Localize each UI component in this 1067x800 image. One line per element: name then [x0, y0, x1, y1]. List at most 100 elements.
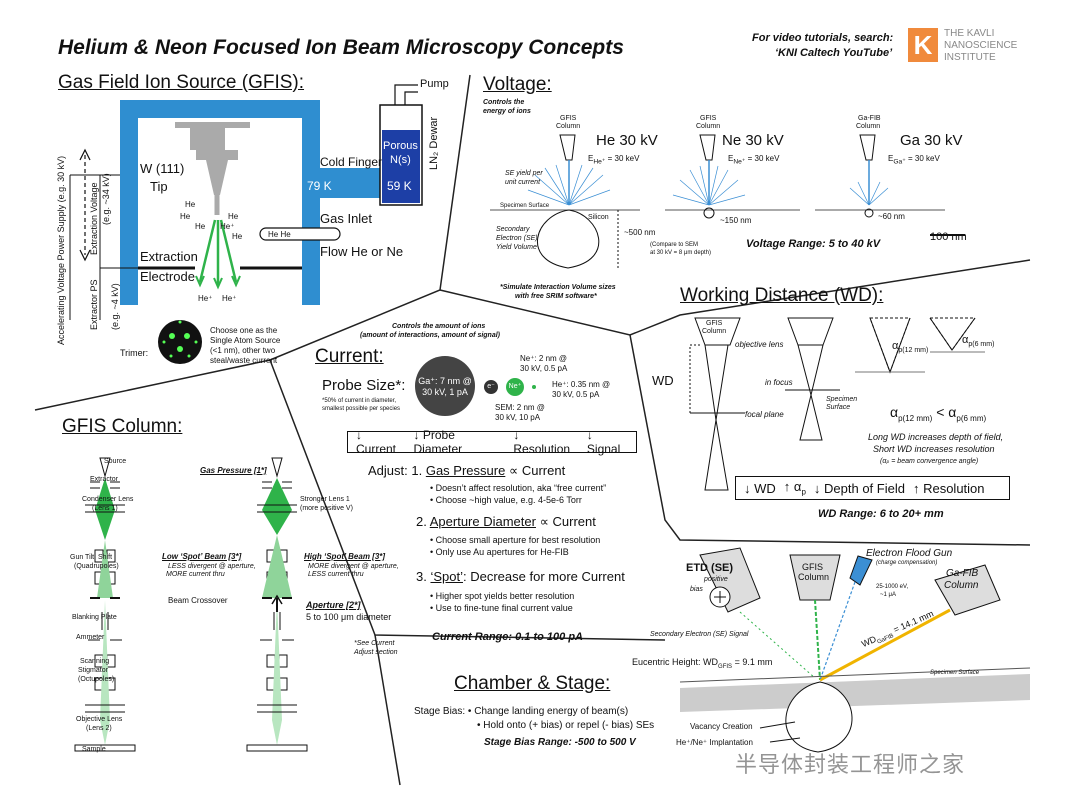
compare-2: at 30 kV = 8 μm depth) [650, 250, 711, 256]
chamber-diagram [679, 547, 1031, 753]
wd-diagram [689, 317, 985, 491]
region-dividers [34, 74, 1031, 786]
cur-item-4: ↓ Signal [586, 428, 621, 456]
ne-probe-2: 30 kV, 0.5 pA [520, 364, 568, 373]
stronger-2: (more positive V) [300, 505, 353, 512]
extractor-ps-label: Extractor PS [89, 279, 99, 330]
he-probe-1: He⁺: 0.35 nm @ [552, 380, 611, 389]
stage-bias-range: Stage Bias Range: -500 to 500 V [484, 737, 636, 748]
ch-gafib-1: Ga-FIB [946, 568, 979, 579]
v1-col-1: GFIS [560, 115, 577, 122]
logo-line-1: THE KAVLI [944, 28, 995, 39]
porous-label: Porous [383, 140, 418, 152]
he-atom-3: He [195, 222, 206, 231]
v3-col-2: Column [856, 123, 881, 130]
col-label-blanking: Blanking Plate [72, 614, 117, 621]
ga-probe-circle: Ga⁺: 7 nm @ 30 kV, 1 pA [415, 356, 475, 416]
col-label-lens2: (Lens 2) [86, 725, 112, 732]
aperture-note: 5 to 100 μm diameter [306, 612, 392, 622]
gfis-source-drawing [69, 84, 423, 364]
se-emission-sprays [527, 164, 889, 206]
voltage-range: Voltage Range: 5 to 40 kV [746, 238, 881, 250]
high-note-2: LESS current thru [308, 571, 364, 578]
crossover-label: Beam Crossover [168, 596, 228, 605]
gas-inlet-pipe [259, 227, 341, 241]
v2-depth: ~150 nm [720, 216, 752, 225]
cur-item-1: ↓ Current [356, 428, 397, 456]
stronger-1: Stronger Lens 1 [300, 496, 350, 503]
eucentric-label: Eucentric Height: WDGFIS = 9.1 mm [632, 657, 773, 670]
v2-col-2: Column [696, 123, 721, 130]
adjust-3-bullet-1: • Higher spot yields better resolution [430, 591, 575, 601]
trimer-note-3: (<1 nm), other two [210, 346, 276, 355]
extractor-eg-label: (e.g. ~4 kV) [110, 283, 120, 330]
col-label-sample: Sample [82, 746, 106, 753]
chamber-title: Chamber & Stage: [454, 673, 611, 694]
secondary-1: Secondary [496, 226, 530, 233]
temp-79-label: 79 K [307, 179, 332, 193]
flood-vals-2: ~1 μA [880, 592, 896, 598]
col-label-objective: Objective Lens [76, 716, 123, 723]
se-signal-label: Secondary Electron (SE) Signal [650, 631, 749, 638]
adjust-item-3: 3. ‘Spot’: Decrease for more Current [416, 569, 625, 584]
he-ion-top: He⁺ [220, 222, 235, 231]
ion-beams [198, 219, 238, 285]
silicon-label: Silicon [588, 214, 609, 221]
col-label-octupoles: (Octupoles) [78, 676, 115, 683]
pump-line [394, 84, 418, 105]
high-spot-label: High ‘Spot’ Beam [3*] [304, 552, 386, 561]
adjust-2-bullet-2: • Only use Au apertures for He-FIB [430, 547, 569, 557]
extraction-voltage-label: Extraction Voltage [89, 182, 99, 255]
wd-axis-label: WD [652, 373, 674, 388]
tutorial-line-1: For video tutorials, search: [752, 32, 894, 44]
sem-probe-circle: e⁻ [484, 380, 498, 394]
gfis-title: Gas Field Ion Source (GFIS): [58, 72, 305, 93]
voltage-title: Voltage: [483, 74, 552, 95]
alpha-6-label: αp(6 mm) [962, 334, 995, 349]
trimer-note-2: Single Atom Source [210, 336, 281, 345]
v2-name: Ne 30 kV [722, 132, 784, 149]
probe-note-2: smallest possible per species [322, 406, 401, 412]
extraction-voltage-eg: (e.g. ~34 kV) [101, 173, 111, 225]
wd-long-1: Long WD increases depth of field, [868, 432, 1004, 442]
v3-energy: EGa⁺ = 30 keV [888, 154, 940, 166]
vacancy-label: Vacancy Creation [690, 722, 753, 731]
positive-label: positive [704, 576, 728, 583]
v1-energy: EHe⁺ = 30 keV [588, 154, 640, 166]
ch-specimen-label: Specimen Surface [930, 670, 980, 676]
etd-label: ETD (SE) [686, 562, 734, 574]
he-ion-1: He⁺ [198, 294, 213, 303]
cold-finger-label: Cold Finger [320, 155, 383, 169]
srim-1: *Simulate Interaction Volume sizes [500, 284, 616, 291]
column-title: GFIS Column: [62, 416, 183, 437]
ns-label: N(s) [390, 154, 411, 166]
compare-1: (Compare to SEM [650, 242, 699, 248]
flood-vals-1: 25-1000 eV, [876, 584, 909, 590]
watermark-text: 半导体封装工程师之家 [735, 752, 966, 777]
bias-label: bias [690, 586, 703, 593]
he-atom-1: He [185, 200, 196, 209]
v3-depth: ~60 nm [878, 212, 905, 221]
adjust-1-bullet-2: • Choose ~high value, e.g. 4-5e-6 Torr [430, 495, 582, 505]
adjust-3-bullet-2: • Use to fine-tune final current value [430, 603, 573, 613]
wd-specimen-1: Specimen [826, 396, 858, 403]
temp-59-label: 59 K [387, 179, 412, 193]
extraction-label: Extraction [140, 249, 198, 264]
trimer-image [158, 320, 202, 364]
charge-label: (charge compensation) [876, 560, 938, 566]
wd-specimen-2: Surface [826, 404, 851, 411]
voltage-controls-1: Controls the [483, 99, 525, 106]
se-yield-1: SE yield per [505, 170, 543, 177]
voltage-controls-2: energy of ions [483, 108, 531, 115]
objective-lens-label: objective lens [735, 340, 784, 349]
v2-energy: ENe⁺ = 30 keV [728, 154, 780, 166]
col-label-source: Source [104, 458, 127, 465]
logo-line-2: NANOSCIENCE [944, 40, 1018, 51]
accel-ps-label: Accelerating Voltage Power Supply (e.g. … [56, 155, 66, 345]
low-note-1: LESS divergent @ aperture, [168, 563, 256, 570]
sem-probe-2: 30 kV, 10 pA [495, 413, 541, 422]
focal-plane-label: focal plane [745, 410, 784, 419]
wd-title: Working Distance (WD): [680, 285, 884, 306]
col-label-ammeter: Ammeter [76, 634, 105, 641]
